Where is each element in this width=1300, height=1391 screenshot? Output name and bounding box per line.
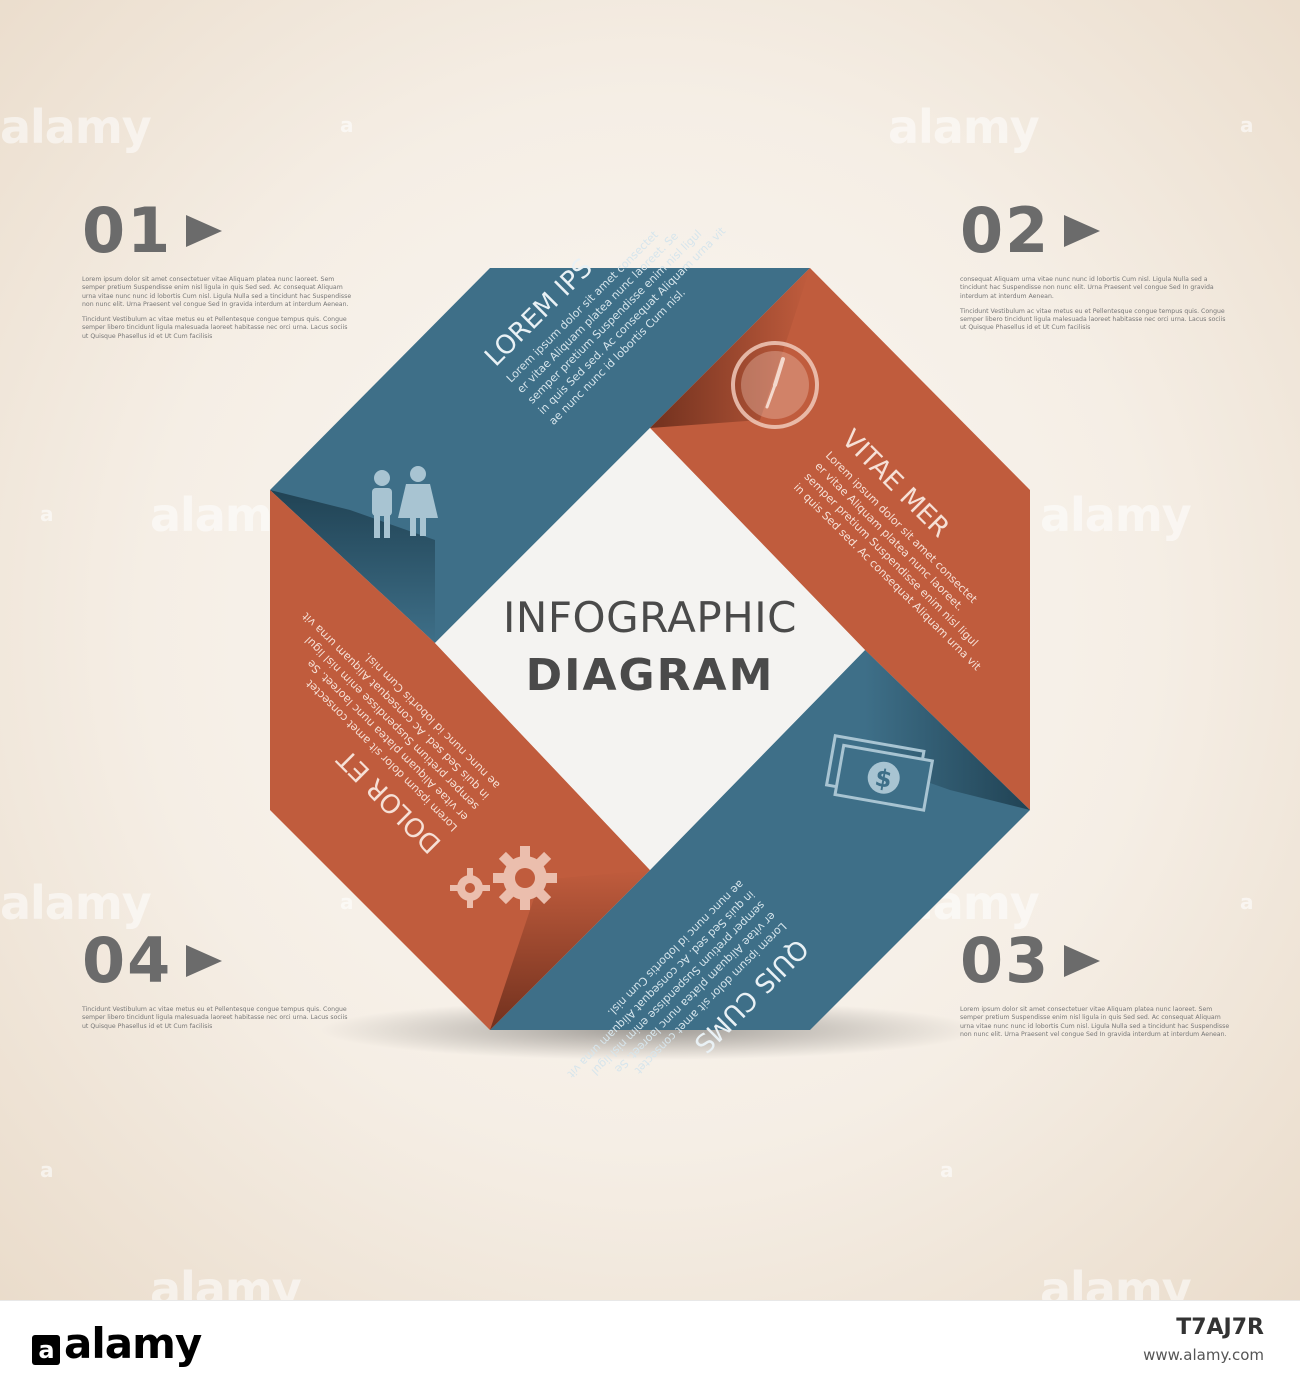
dollar-glyph: $: [873, 764, 894, 794]
play-arrow-icon: [1064, 945, 1101, 977]
step-3: 03 Lorem ipsum dolor sit amet consectetu…: [960, 930, 1230, 1046]
step-paragraph: Lorem ipsum dolor sit amet consectetuer …: [960, 1006, 1230, 1038]
image-id: T7AJ7R: [1176, 1315, 1264, 1340]
watermark-letter: a: [40, 502, 54, 526]
step-2: 02 consequat Aliquam urna vitae nunc nun…: [960, 200, 1230, 340]
step-description: consequat Aliquam urna vitae nunc nunc i…: [960, 276, 1230, 333]
step-4: 04 Tincidunt Vestibulum ac vitae metus e…: [82, 930, 352, 1038]
clock-icon: [731, 341, 819, 429]
watermark-letter: a: [340, 890, 354, 914]
watermark: alamy: [1040, 488, 1192, 542]
watermark: alamy: [1040, 1262, 1192, 1300]
step-paragraph: consequat Aliquam urna vitae nunc nunc i…: [960, 276, 1214, 300]
center-title-line2: DIAGRAM: [526, 650, 775, 701]
step-description: Tincidunt Vestibulum ac vitae metus eu e…: [82, 1006, 352, 1031]
step-description: Lorem ipsum dolor sit amet consectetuer …: [960, 1006, 1230, 1039]
watermark: alamy: [0, 876, 152, 930]
watermark: alamy: [0, 100, 152, 154]
gears-icon: [450, 846, 557, 910]
alamy-a-icon: a: [32, 1335, 60, 1365]
step-number: 02: [960, 194, 1051, 267]
watermark-letter: a: [40, 1158, 54, 1182]
site-url: www.alamy.com: [1143, 1346, 1264, 1364]
footer-logo-text: alamy: [64, 1319, 202, 1368]
step-paragraph: Tincidunt Vestibulum ac vitae metus eu e…: [82, 316, 348, 340]
watermark-letter: a: [1240, 890, 1254, 914]
money-icon: $: [824, 733, 935, 812]
play-arrow-icon: [186, 945, 223, 977]
watermark-letter: a: [940, 1158, 954, 1182]
step-paragraph: Tincidunt Vestibulum ac vitae metus eu e…: [960, 307, 1226, 332]
octagon-diagram: INFOGRAPHIC DIAGRAM LOREM IPS Lorem ipsu…: [270, 224, 1030, 1081]
watermark: alamy: [150, 1262, 302, 1300]
step-paragraph: Tincidunt Vestibulum ac vitae metus eu e…: [82, 1006, 348, 1030]
center-title-line1: INFOGRAPHIC: [503, 593, 797, 642]
step-number: 04: [82, 924, 173, 997]
footer-info: T7AJ7R www.alamy.com: [1143, 1315, 1264, 1364]
center-square: [435, 428, 865, 870]
step-1: 01 Lorem ipsum dolor sit amet consectetu…: [82, 200, 352, 348]
watermark-letter: a: [340, 113, 354, 137]
play-arrow-icon: [186, 215, 223, 247]
infographic-canvas: alamy alamy alamy alamy alamy alamy alam…: [0, 0, 1300, 1300]
play-arrow-icon: [1064, 215, 1101, 247]
step-description: Lorem ipsum dolor sit amet consectetuer …: [82, 276, 352, 341]
watermark: alamy: [888, 100, 1040, 154]
step-number: 01: [82, 194, 173, 267]
step-number: 03: [960, 924, 1051, 997]
people-icon: [372, 466, 438, 538]
watermark-letter: a: [1240, 113, 1254, 137]
segment-2-fold-shadow: [650, 268, 810, 428]
step-paragraph: Lorem ipsum dolor sit amet consectetuer …: [82, 276, 352, 308]
